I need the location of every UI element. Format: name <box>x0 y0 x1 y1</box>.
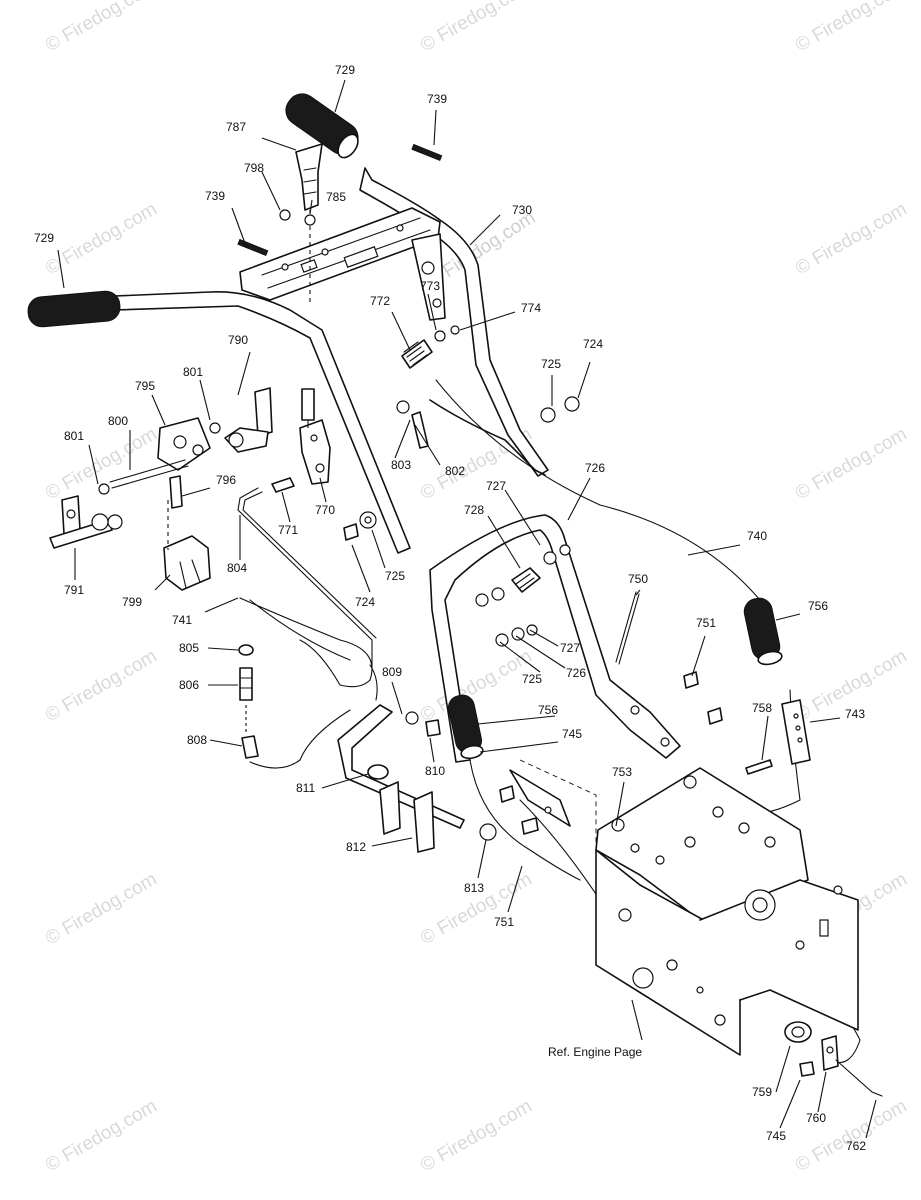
callout-774: 774 <box>521 301 541 315</box>
callout-745: 745 <box>562 727 582 741</box>
watermark: © Firedog.com <box>792 199 911 280</box>
callout-labels: 729 739 787 798 785 739 729 730 772 773 … <box>34 63 866 1153</box>
watermark: © Firedog.com <box>42 869 161 950</box>
bracket-assembly-790 <box>98 387 273 495</box>
callout-727: 727 <box>486 479 506 493</box>
callout-799: 799 <box>122 595 142 609</box>
callout-724: 724 <box>355 595 375 609</box>
callout-751: 751 <box>696 616 716 630</box>
callout-806: 806 <box>179 678 199 692</box>
callout-756: 756 <box>808 599 828 613</box>
callout-787: 787 <box>226 120 246 134</box>
watermark: © Firedog.com <box>792 424 911 505</box>
hardware-mid <box>343 400 429 541</box>
spring-772 <box>401 325 460 369</box>
callout-729: 729 <box>34 231 54 245</box>
callout-751: 751 <box>494 915 514 929</box>
callout-770: 770 <box>315 503 335 517</box>
watermark: © Firedog.com <box>42 646 161 727</box>
watermark: © Firedog.com <box>792 1096 911 1177</box>
callout-801: 801 <box>64 429 84 443</box>
callout-725: 725 <box>541 357 561 371</box>
callout-725: 725 <box>385 569 405 583</box>
callout-796: 796 <box>216 473 236 487</box>
upper-handle <box>114 167 549 554</box>
grip-729-left <box>27 290 121 328</box>
callout-750: 750 <box>628 572 648 586</box>
callout-762: 762 <box>846 1139 866 1153</box>
callout-810: 810 <box>425 764 445 778</box>
callout-790: 790 <box>228 333 248 347</box>
lever-787 <box>279 143 323 305</box>
callout-808: 808 <box>187 733 207 747</box>
callout-726: 726 <box>566 666 586 680</box>
callout-739: 739 <box>205 189 225 203</box>
grip-756-left <box>447 694 484 760</box>
watermark: © Firedog.com <box>42 1096 161 1177</box>
bracket-799 <box>163 475 211 591</box>
grip-729-top <box>285 93 359 159</box>
callout-801: 801 <box>183 365 203 379</box>
callout-745: 745 <box>766 1129 786 1143</box>
callout-813: 813 <box>464 881 484 895</box>
callout-795: 795 <box>135 379 155 393</box>
callout-798: 798 <box>244 161 264 175</box>
bracket-745 <box>499 759 597 860</box>
callout-756: 756 <box>538 703 558 717</box>
callout-724: 724 <box>583 337 603 351</box>
callout-729: 729 <box>335 63 355 77</box>
callout-728: 728 <box>464 503 484 517</box>
reference-note: Ref. Engine Page <box>548 1045 642 1059</box>
callout-758: 758 <box>752 701 772 715</box>
watermark: © Firedog.com <box>417 1096 536 1177</box>
callout-772: 772 <box>370 294 390 308</box>
watermark-layer: © Firedog.com © Firedog.com © Firedog.co… <box>42 0 911 1176</box>
callout-785: 785 <box>326 190 346 204</box>
pin-805-806-808 <box>238 644 259 759</box>
shaft-811 <box>337 704 497 853</box>
callout-803: 803 <box>391 458 411 472</box>
watermark: © Firedog.com <box>417 0 536 56</box>
callout-811: 811 <box>296 781 315 795</box>
rod-804 <box>237 388 377 669</box>
watermark: © Firedog.com <box>42 0 161 56</box>
callout-726: 726 <box>585 461 605 475</box>
chassis-frame <box>595 767 859 1056</box>
callout-727: 727 <box>560 641 580 655</box>
callout-753: 753 <box>612 765 632 779</box>
watermark: © Firedog.com <box>792 0 911 56</box>
callout-739: 739 <box>427 92 447 106</box>
callout-802: 802 <box>445 464 465 478</box>
callout-743: 743 <box>845 707 865 721</box>
callout-725: 725 <box>522 672 542 686</box>
callout-771: 771 <box>278 523 298 537</box>
grip-756-right <box>743 597 783 666</box>
callout-730: 730 <box>512 203 532 217</box>
callout-741: 741 <box>172 613 192 627</box>
bracket-791 <box>49 495 123 549</box>
callout-809: 809 <box>382 665 402 679</box>
callout-740: 740 <box>747 529 767 543</box>
bolts-right <box>683 671 811 775</box>
callout-805: 805 <box>179 641 199 655</box>
watermark: © Firedog.com <box>42 199 161 280</box>
callout-804: 804 <box>227 561 247 575</box>
callout-791: 791 <box>64 583 84 597</box>
parts-drawing <box>27 79 883 1139</box>
callout-812: 812 <box>346 840 366 854</box>
callout-800: 800 <box>108 414 128 428</box>
parts-759-762 <box>784 1021 883 1097</box>
callout-760: 760 <box>806 1111 826 1125</box>
leader-lines <box>57 79 877 1139</box>
callout-773: 773 <box>420 279 440 293</box>
callout-759: 759 <box>752 1085 772 1099</box>
